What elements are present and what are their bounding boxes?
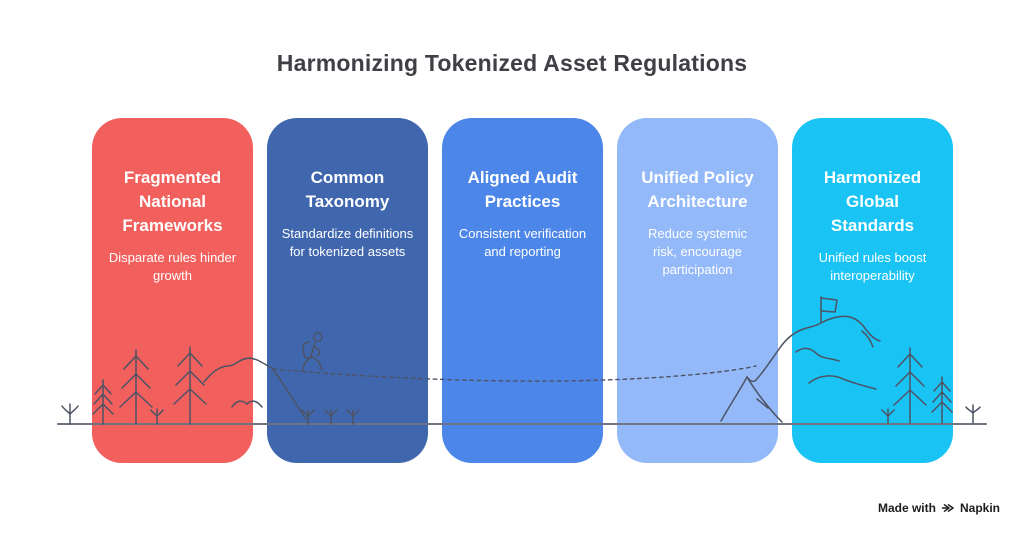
card-description: Disparate rules hinder growth — [108, 250, 237, 283]
card-description: Consistent verification and reporting — [458, 226, 587, 259]
card-fragmented-national-frameworks: Fragmented National Frameworks Disparate… — [92, 118, 253, 463]
cards-row: Fragmented National Frameworks Disparate… — [92, 118, 953, 463]
sapling-icon — [965, 404, 981, 424]
card-heading: Unified Policy Architecture — [641, 168, 754, 211]
brand-name: Napkin — [959, 501, 1000, 515]
credit-text: Made with — [877, 501, 936, 515]
page-title: Harmonizing Tokenized Asset Regulations — [276, 50, 748, 76]
sapling-icon — [61, 403, 79, 425]
napkin-logo-icon — [941, 504, 954, 512]
card-unified-policy-architecture: Unified Policy Architecture Reduce syste… — [617, 118, 778, 463]
card-harmonized-global-standards: Harmonized Global Standards Unified rule… — [792, 118, 953, 463]
card-description: Standardize definitions for tokenized as… — [281, 226, 414, 259]
card-heading: Aligned Audit Practices — [467, 168, 578, 211]
card-description: Reduce systemic risk, encourage particip… — [648, 226, 747, 277]
card-heading: Common Taxonomy — [305, 168, 390, 211]
credit-badge: Made with Napkin — [878, 501, 1000, 515]
card-common-taxonomy: Common Taxonomy Standardize definitions … — [267, 118, 428, 463]
card-heading: Fragmented National Frameworks — [122, 168, 223, 235]
card-aligned-audit-practices: Aligned Audit Practices Consistent verif… — [442, 118, 603, 463]
card-description: Unified rules boost interoperability — [818, 250, 927, 283]
card-heading: Harmonized Global Standards — [823, 168, 922, 235]
